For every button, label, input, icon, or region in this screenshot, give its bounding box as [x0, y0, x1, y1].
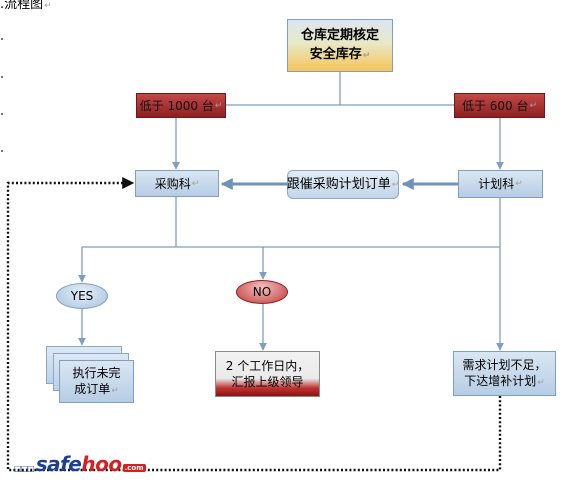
- node-verify-safety-stock: 仓库定期核定 安全库存↵: [287, 19, 393, 72]
- safehoo-logo: □□□ safehoo .com: [14, 452, 146, 474]
- node-supplementary-plan: 需求计划不足， 下达增补计划↵: [453, 351, 556, 396]
- node-text: 下达增补计划: [464, 373, 537, 388]
- node-execute-orders: 执行未完 成订单↵: [59, 360, 134, 403]
- node-planning-dept: 计划科↵: [458, 170, 543, 198]
- node-text: 安全库存: [309, 46, 362, 62]
- paragraph-mark: ↵: [391, 179, 400, 190]
- paragraph-mark: ↵: [537, 377, 545, 388]
- node-below-600: 低于 600 台↵: [454, 93, 545, 118]
- logo-wordmark-safe: safe: [35, 452, 82, 476]
- logo-wordmark-hoo: hoo: [81, 452, 122, 476]
- node-below-1000: 低于 1000 台↵: [136, 93, 226, 118]
- margin-dot: [1, 76, 3, 78]
- node-text: 成订单: [74, 381, 111, 396]
- logo-wordmark: safehoo: [36, 454, 122, 474]
- margin-dot: [1, 150, 3, 152]
- logo-dots: □□□: [14, 464, 35, 473]
- node-text: 跟催采购计划订单: [286, 176, 391, 192]
- node-procurement-dept: 采购科↵: [135, 170, 219, 197]
- node-report-to-leaders: 2 个工作日内， 汇报上级领导: [215, 351, 320, 397]
- node-text: 仓库定期核定: [300, 27, 379, 43]
- node-text: 2 个工作日内，: [225, 359, 310, 373]
- decision-no: NO: [236, 280, 288, 304]
- node-text: 执行未完: [72, 365, 121, 380]
- paragraph-mark: ↵: [529, 100, 538, 111]
- node-text: 计划科: [478, 177, 515, 191]
- node-follow-up-orders: 跟催采购计划订单↵: [287, 170, 399, 199]
- decision-yes: YES: [56, 283, 108, 309]
- paragraph-mark: ↵: [44, 1, 52, 11]
- node-text: 低于 1000 台: [139, 98, 214, 113]
- margin-dot: [1, 113, 3, 115]
- paragraph-mark: ↵: [515, 179, 523, 189]
- feedback-loop-dotted: [6, 177, 502, 472]
- paragraph-mark: ↵: [362, 50, 371, 61]
- node-text: YES: [70, 289, 94, 303]
- margin-dot: [1, 38, 3, 40]
- node-text: 需求计划不足，: [462, 357, 547, 372]
- logo-tld: .com: [122, 464, 146, 472]
- paragraph-mark: ↵: [111, 385, 119, 396]
- paragraph-mark: ↵: [191, 178, 200, 189]
- section-heading: .流程图↵: [0, 0, 52, 14]
- node-text: 低于 600 台: [461, 98, 529, 113]
- node-text: 汇报上级领导: [231, 375, 304, 389]
- node-text: NO: [252, 285, 272, 299]
- heading-text: .流程图: [0, 0, 44, 12]
- paragraph-mark: ↵: [214, 100, 223, 111]
- node-text: 采购科: [154, 176, 191, 191]
